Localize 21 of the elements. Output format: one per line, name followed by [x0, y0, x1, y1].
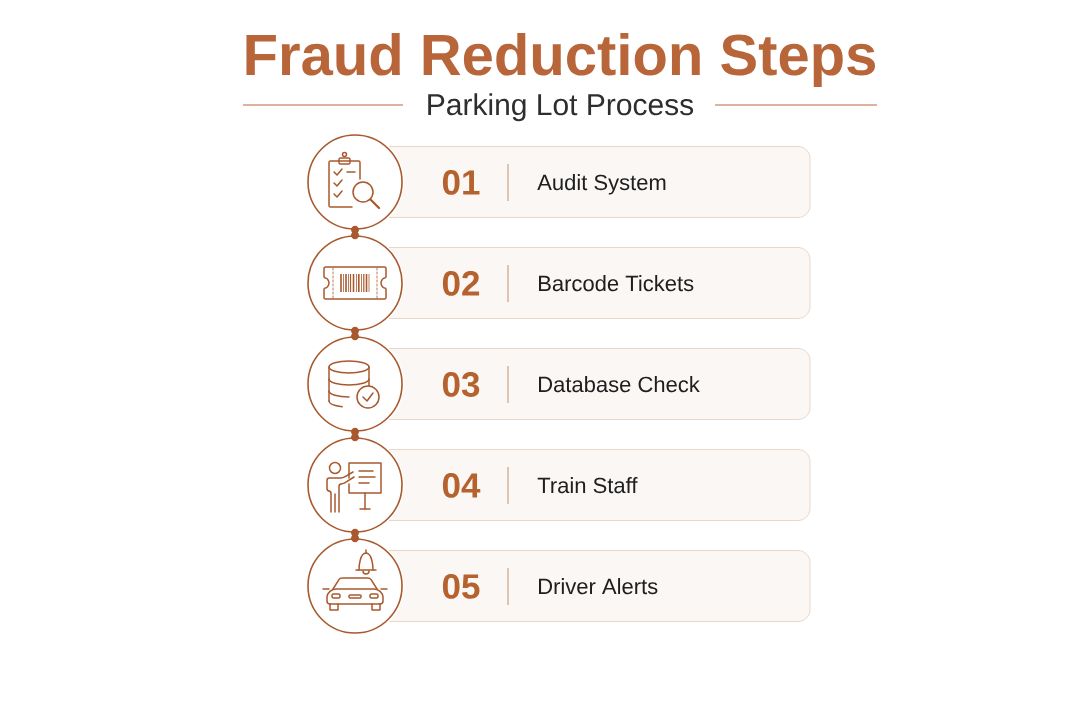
- connector-line: [351, 427, 359, 442]
- title: Fraud Reduction Steps: [246, 32, 875, 88]
- subtitle: Parking Lot Process: [428, 93, 694, 122]
- connector-line: [351, 326, 359, 341]
- step-card: [388, 348, 811, 420]
- connector-line: [351, 225, 359, 240]
- step-number: 03: [442, 372, 480, 397]
- step-number: 02: [442, 271, 480, 296]
- step-label: Train Staff: [537, 477, 638, 494]
- step-card: [388, 449, 811, 521]
- step-number: 04: [442, 473, 481, 498]
- step-label: Driver Alerts: [539, 578, 658, 595]
- step-card: [388, 146, 811, 218]
- step-card: [388, 247, 811, 319]
- connector-line: [351, 528, 359, 543]
- step-card: [388, 550, 811, 622]
- step-label: Audit System: [537, 174, 666, 195]
- step-number: 05: [442, 574, 480, 599]
- step-label: Database Check: [539, 376, 700, 393]
- step-label: Barcode Tickets: [539, 275, 694, 292]
- step-number: 01: [442, 170, 480, 195]
